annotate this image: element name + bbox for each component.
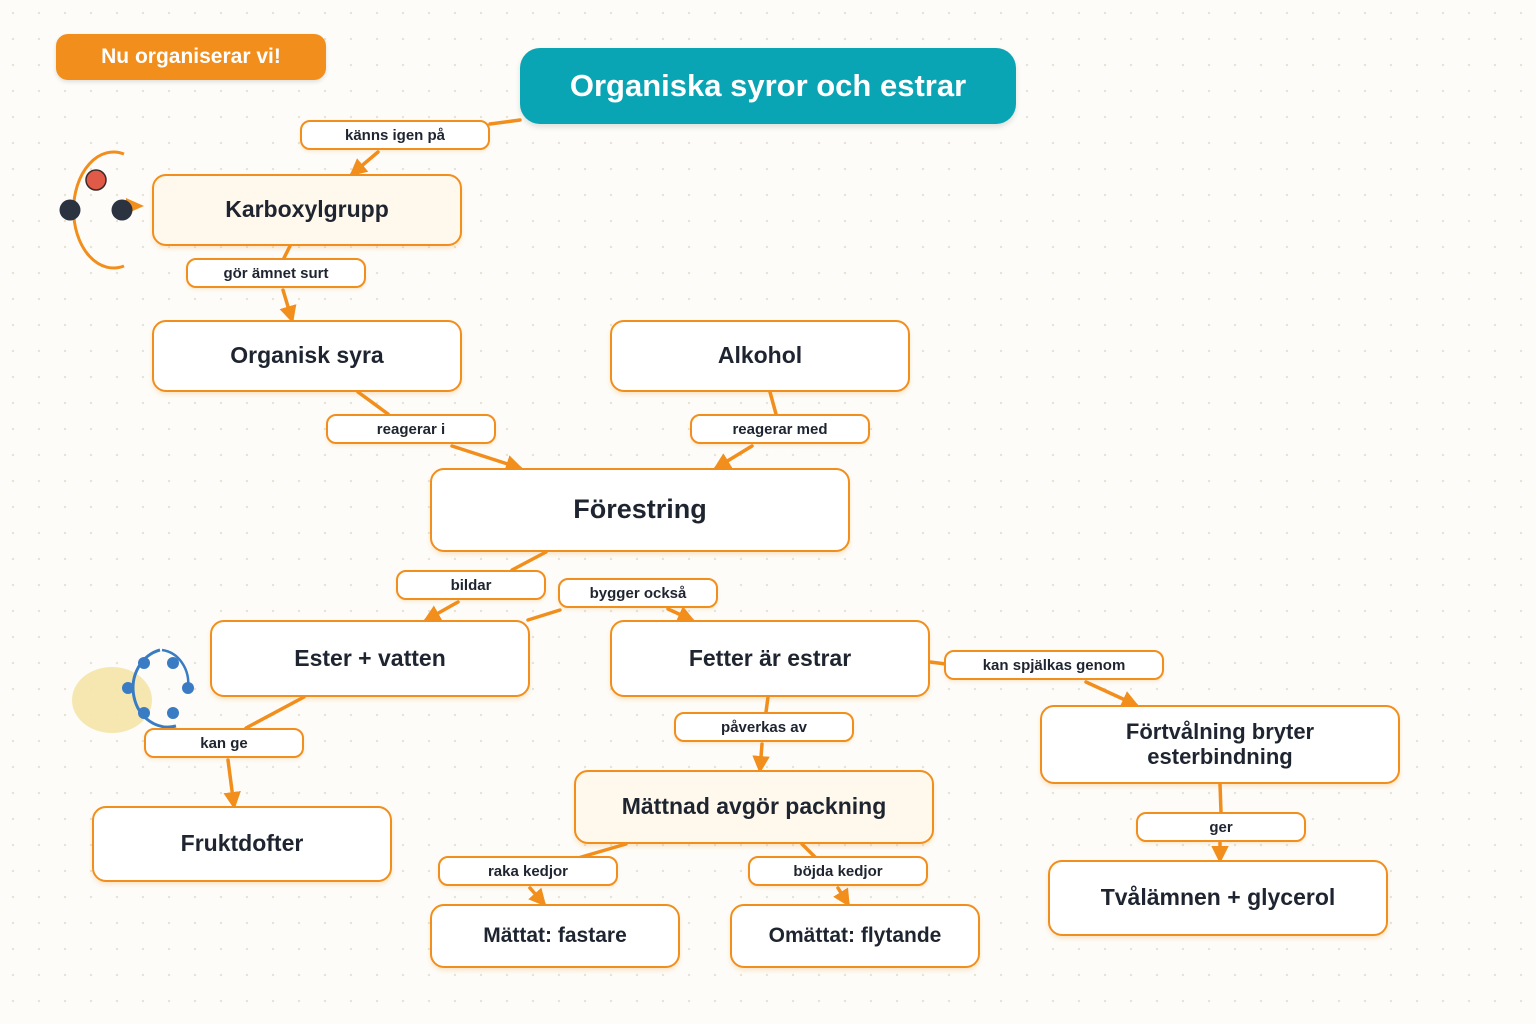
node-mattat-fastare[interactable]: Mättat: fastare xyxy=(430,904,680,968)
node-mattnad[interactable]: Mättnad avgör packning xyxy=(574,770,934,844)
edge-label-raka-kedjor: raka kedjor xyxy=(438,856,618,886)
link-mattnad-mattat xyxy=(530,842,628,904)
link-fortvalning-tvalamnen xyxy=(1220,782,1221,860)
edge-label-bygger-ocksa: bygger också xyxy=(558,578,718,608)
node-organisk-syra[interactable]: Organisk syra xyxy=(152,320,462,392)
node-alkohol[interactable]: Alkohol xyxy=(610,320,910,392)
carboxyl-molecule-icon xyxy=(59,150,144,270)
node-ester-vatten[interactable]: Ester + vatten xyxy=(210,620,530,697)
link-karboxylgrupp-organisk-syra xyxy=(283,244,292,320)
edge-label-reagerar-med: reagerar med xyxy=(690,414,870,444)
node-forestring[interactable]: Förestring xyxy=(430,468,850,552)
link-organisk-syra-forestring xyxy=(356,390,520,468)
node-tvalamnen-glycerol[interactable]: Tvålämnen + glycerol xyxy=(1048,860,1388,936)
link-forestring-ester xyxy=(426,550,548,620)
node-fruktdofter[interactable]: Fruktdofter xyxy=(92,806,392,882)
edge-label-gor-amnet-surt: gör ämnet surt xyxy=(186,258,366,288)
intro-badge: Nu organiserar vi! xyxy=(56,34,326,80)
edge-label-bojda-kedjor: böjda kedjor xyxy=(748,856,928,886)
node-omattat-flytande[interactable]: Omättat: flytande xyxy=(730,904,980,968)
link-mattnad-omattat xyxy=(800,842,848,904)
edge-label-kanns-igen-pa: känns igen på xyxy=(300,120,490,150)
node-karboxylgrupp[interactable]: Karboxylgrupp xyxy=(152,174,462,246)
edge-label-paverkas-av: påverkas av xyxy=(674,712,854,742)
map-title: Organiska syror och estrar xyxy=(520,48,1016,124)
edge-label-bildar: bildar xyxy=(396,570,546,600)
link-ester-fetter xyxy=(526,609,692,620)
link-alkohol-forestring xyxy=(716,390,778,468)
edge-label-reagerar-i: reagerar i xyxy=(326,414,496,444)
link-fetter-fortvalning xyxy=(928,660,1136,705)
link-ester-fruktdofter xyxy=(228,695,306,806)
link-fetter-mattnad xyxy=(760,695,768,770)
edge-label-ger: ger xyxy=(1136,812,1306,842)
link-title-karboxylgrupp xyxy=(352,118,522,174)
edge-label-kan-ge: kan ge xyxy=(144,728,304,758)
ester-ring-molecule-icon xyxy=(72,648,194,733)
node-fetter-ar-estrar[interactable]: Fetter är estrar xyxy=(610,620,930,697)
edge-label-kan-spjalkas-genom: kan spjälkas genom xyxy=(944,650,1164,680)
node-fortvalning[interactable]: Förtvålning bryter esterbindning xyxy=(1040,705,1400,784)
